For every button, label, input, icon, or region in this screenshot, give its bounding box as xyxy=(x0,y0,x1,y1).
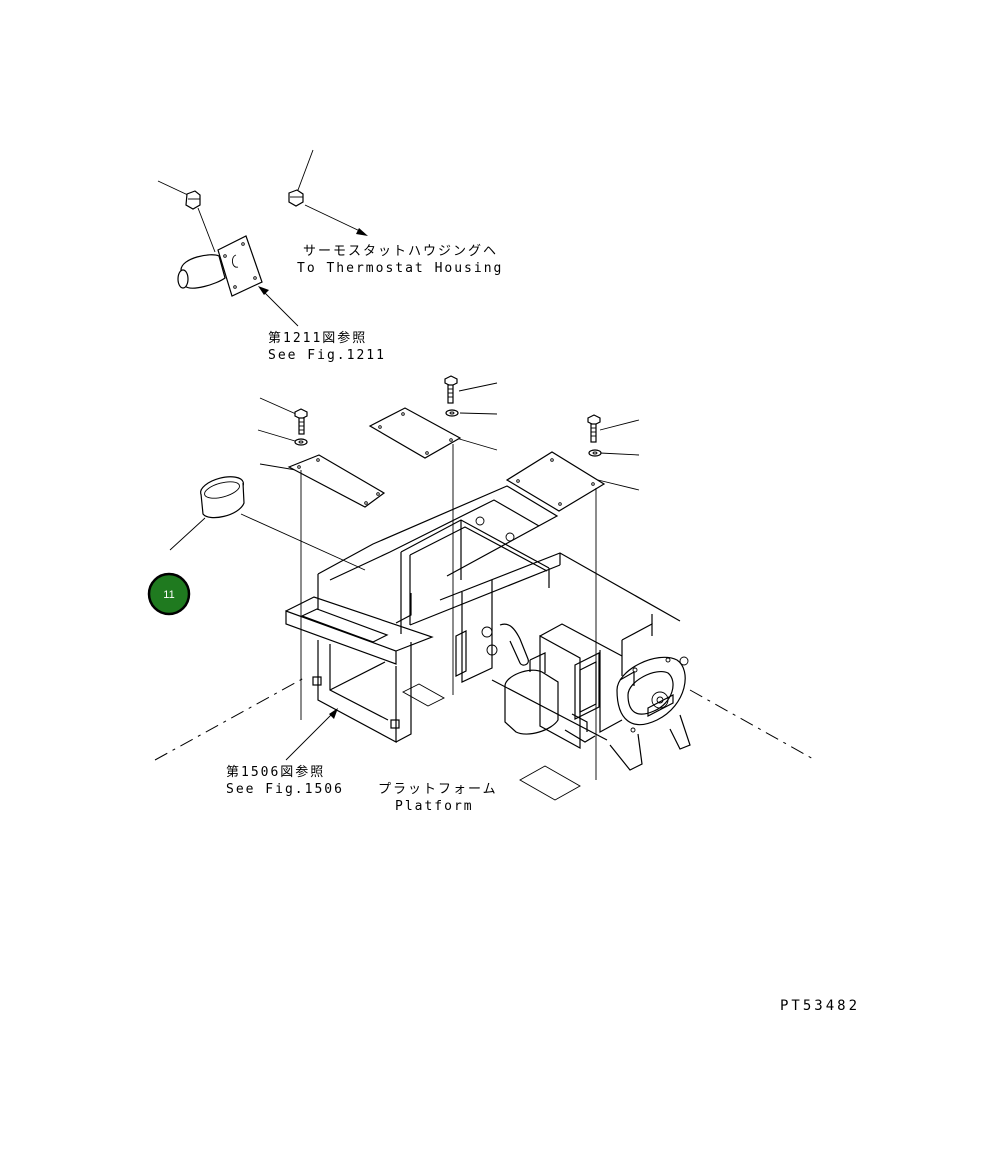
drawing-code: PT53482 xyxy=(780,998,860,1014)
cover-plate-left xyxy=(257,397,386,720)
thermostat-arrow xyxy=(304,204,368,236)
platform-label-en: Platform xyxy=(395,799,474,814)
cover-plate-right xyxy=(505,414,640,780)
platform-label-jp: プラットフォーム xyxy=(378,782,498,797)
cover-plate-center xyxy=(368,375,498,695)
frame-body xyxy=(285,485,691,801)
center-lines xyxy=(154,677,816,761)
callout-circle[interactable] xyxy=(147,572,191,616)
fig1211-arrow xyxy=(258,286,299,327)
fig1211-label-en: See Fig.1211 xyxy=(268,348,386,363)
callout-number: 11 xyxy=(163,589,174,601)
thermostat-label-jp: サーモスタットハウジングヘ xyxy=(303,244,498,259)
fig1506-label-en: See Fig.1506 xyxy=(226,782,344,797)
fig1211-label-jp: 第1211図参照 xyxy=(268,330,367,346)
thermostat-label-en: To Thermostat Housing xyxy=(297,261,503,276)
fig1506-arrow xyxy=(285,708,338,761)
fig1506-label-jp: 第1506図参照 xyxy=(226,764,325,780)
callout-11[interactable]: 11 xyxy=(147,572,191,616)
outlet-elbow-assembly xyxy=(157,149,314,297)
ring-part xyxy=(169,476,366,571)
